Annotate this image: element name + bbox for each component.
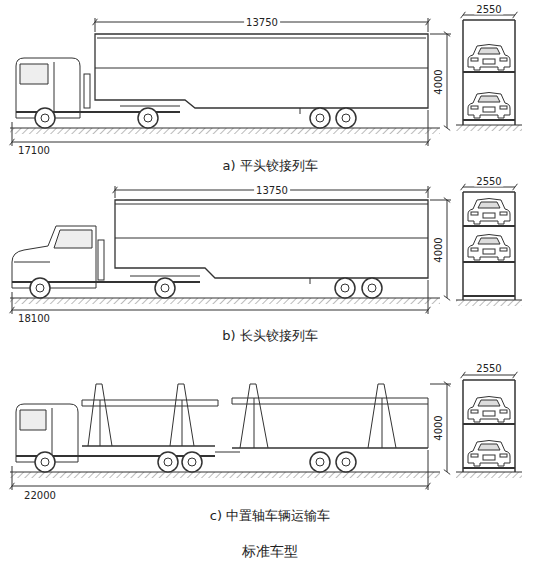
figure-caption: 标准车型 bbox=[240, 544, 300, 559]
dimension-value: 13750 bbox=[244, 17, 280, 28]
dimension-value: 4000 bbox=[433, 67, 444, 96]
end-view bbox=[456, 375, 522, 478]
long-nose-truck bbox=[10, 186, 451, 314]
dimension-value: 18100 bbox=[16, 313, 52, 324]
car-carrier-truck bbox=[10, 384, 451, 490]
figure-subcaption: a) 平头铰接列车 bbox=[220, 159, 319, 173]
figure-subcaption: b) 长头铰接列车 bbox=[220, 329, 319, 343]
dimension-value: 2550 bbox=[474, 4, 503, 15]
end-view bbox=[456, 187, 522, 306]
dimension-value: 13750 bbox=[254, 185, 290, 196]
dimension-value: 17100 bbox=[16, 145, 52, 156]
figure-subcaption: c) 中置轴车辆运输车 bbox=[208, 509, 332, 523]
dimension-value: 2550 bbox=[474, 176, 503, 187]
cab-over-truck bbox=[10, 18, 451, 146]
dimension-value: 4000 bbox=[433, 413, 444, 442]
dimension-value: 4000 bbox=[433, 235, 444, 264]
end-view bbox=[456, 15, 522, 131]
dimension-value: 2550 bbox=[474, 363, 503, 374]
dimension-value: 22000 bbox=[22, 490, 58, 501]
